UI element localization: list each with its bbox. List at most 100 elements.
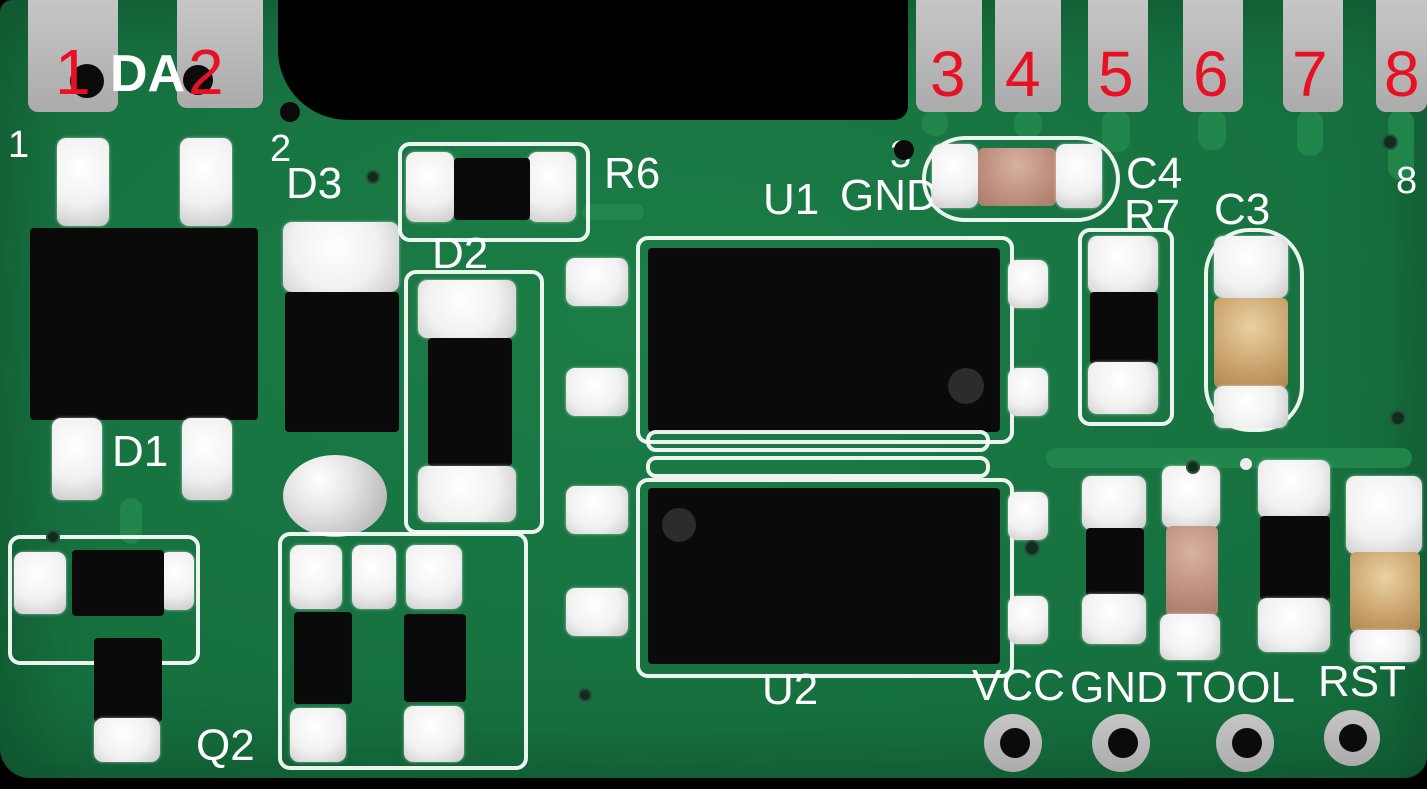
gnd-hole [1108, 728, 1138, 758]
component-pad [1258, 598, 1330, 652]
pin-number-5: 5 [1098, 38, 1134, 110]
q2-pad [94, 718, 160, 762]
capacitor-body [1166, 526, 1218, 616]
trace [1046, 448, 1412, 468]
capacitor-pad [1162, 466, 1220, 528]
u1-pad [566, 368, 628, 416]
c3-pad [1214, 236, 1288, 298]
d2-outline [404, 270, 544, 534]
c4-outline [922, 136, 1120, 222]
label-vcc: VCC [972, 661, 1065, 710]
c3-body [1214, 298, 1288, 388]
r6-body [454, 158, 530, 220]
d2-body [428, 338, 512, 466]
resistor-pad [1082, 594, 1146, 644]
transistor-pad [290, 545, 342, 609]
q2-pad [14, 552, 66, 614]
solder-dome [283, 455, 387, 537]
drill-hole [894, 140, 914, 160]
d2-pad [418, 280, 516, 338]
via [366, 170, 380, 184]
tool-hole [1232, 728, 1262, 758]
vcc-hole [1000, 728, 1030, 758]
transistor-pad [406, 545, 462, 609]
rst-hole [1339, 724, 1367, 752]
r6-pad [528, 152, 576, 222]
pin-number-2: 2 [188, 36, 224, 108]
pin-number-8: 8 [1384, 38, 1420, 110]
label-rst: RST [1318, 657, 1406, 706]
edge-pad-1-hole [70, 64, 104, 98]
r6-pad [406, 152, 454, 222]
via [1024, 540, 1040, 556]
via-white [1240, 458, 1252, 470]
capacitor-pad [1346, 476, 1422, 554]
resistor-body [1086, 528, 1144, 596]
capacitor-pad [1160, 614, 1220, 660]
pin-number-3: 3 [930, 38, 966, 110]
label-u1: U1 [763, 175, 820, 224]
u1-outline [636, 236, 1014, 444]
u2-pad [1008, 492, 1048, 540]
via [1382, 134, 1398, 150]
d2-pad [418, 466, 516, 522]
edge-pad-6 [1183, 0, 1243, 112]
u2-outline [636, 478, 1014, 678]
d3-pad [283, 222, 399, 292]
q2-pad [160, 552, 194, 610]
pin-number-6: 6 [1193, 38, 1229, 110]
via [578, 688, 592, 702]
silkscreen-slot [646, 430, 990, 452]
r7-pad [1088, 236, 1158, 294]
via [1186, 460, 1200, 474]
trace [922, 110, 948, 136]
via [1390, 410, 1406, 426]
label-r7: R7 [1124, 191, 1181, 240]
d1-pad [57, 138, 109, 226]
label-c3: C3 [1214, 185, 1271, 234]
via [46, 530, 60, 544]
resistor-pad [1082, 476, 1146, 530]
capacitor-body [1350, 552, 1420, 632]
edge-pad-5 [1088, 0, 1148, 112]
component-pad [1258, 460, 1330, 518]
d1-pad [180, 138, 232, 226]
board-top-notch [278, 0, 908, 120]
drill-hole [280, 102, 300, 122]
d1-pad [182, 418, 232, 500]
u1-pin1-dot [948, 368, 984, 404]
silkscreen-slot [646, 456, 990, 478]
transistor-pad [352, 545, 396, 609]
u1-pad [566, 258, 628, 306]
u2-pad [566, 588, 628, 636]
trace [120, 498, 142, 544]
d3-body [285, 292, 399, 432]
u2-pin1-dot [662, 508, 696, 542]
edge-pad-4 [995, 0, 1061, 112]
q2-body [94, 638, 162, 722]
c4-pad [1056, 144, 1102, 208]
transistor-outline [278, 532, 528, 770]
trace [1102, 110, 1130, 152]
trace [1014, 110, 1042, 138]
component-body [1260, 516, 1330, 600]
label-c4: C4 [1126, 149, 1183, 198]
pin-number-7: 7 [1292, 38, 1328, 110]
pin-number-1: 1 [55, 36, 91, 108]
q2-body [72, 550, 164, 616]
label-u1-gnd: GND [840, 171, 938, 220]
trace [582, 204, 644, 220]
c3-pad [1214, 386, 1288, 428]
u1-body [648, 248, 1000, 432]
c3-outline [1204, 228, 1304, 432]
edge-pad-7 [1283, 0, 1343, 112]
capacitor-pad [1350, 630, 1420, 662]
label-u2: U2 [762, 665, 819, 714]
u2-body [648, 488, 1000, 664]
pad-number-1: 1 [8, 124, 30, 166]
label-d3: D3 [286, 159, 343, 208]
u1-pad [1008, 368, 1048, 416]
label-gnd: GND [1070, 663, 1168, 712]
edge-pad-1 [28, 0, 118, 112]
